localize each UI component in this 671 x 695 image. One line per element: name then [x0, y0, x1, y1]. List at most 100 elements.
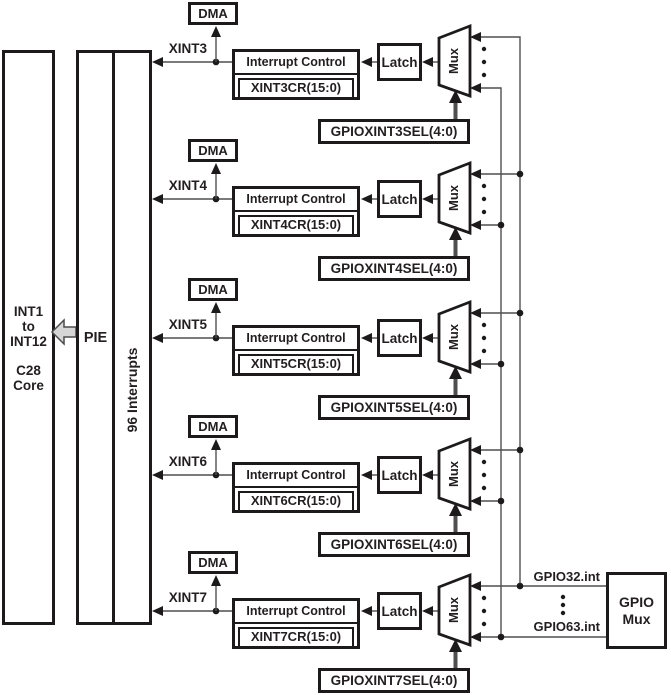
interrupt-control-title: Interrupt Control [235, 189, 357, 212]
mux-input-arrow [470, 632, 481, 642]
gpioxintsel-box: GPIOXINT3SEL(4:0) [318, 119, 470, 144]
latch-box: Latch [377, 180, 422, 218]
dma-arrow [211, 302, 221, 313]
mux-label: Mux [446, 324, 461, 350]
latch-to-ic-arrow [361, 57, 372, 67]
dma-arrow [211, 575, 221, 586]
latch-box: Latch [377, 319, 422, 357]
mux-select-arrow [449, 90, 462, 103]
mux-select-arrow [449, 366, 462, 379]
mux-ellipsis-dot [481, 335, 487, 341]
mux-input-arrow [470, 83, 481, 93]
interrupt-control-title: Interrupt Control [235, 601, 357, 624]
gpio-ellipsis-dot [560, 610, 566, 616]
gpio-mux-label-line: Mux [622, 610, 651, 627]
core-name-line: Core [13, 378, 44, 393]
dma-box: DMA [188, 2, 238, 25]
dma-box: DMA [188, 278, 238, 301]
mux-ellipsis-dot [481, 621, 487, 627]
pie-label: PIE [83, 329, 108, 346]
gpioxintsel-box: GPIOXINT7SEL(4:0) [318, 668, 470, 693]
xint-cr-register-box: XINT7CR(15:0) [238, 626, 354, 648]
gpio-ellipsis-dot [560, 602, 566, 608]
mux-ellipsis-dot [481, 72, 487, 78]
mux-input-arrow [470, 32, 481, 42]
c28-core-box: INT1 to INT12 C28 Core [2, 50, 55, 625]
xint-arrow [152, 194, 163, 204]
interrupt-control-box: Interrupt Control XINT4CR(15:0) [232, 186, 360, 237]
junction-dot [497, 221, 505, 229]
core-int-line: INT1 [13, 304, 44, 319]
latch-to-ic-arrow [361, 606, 372, 616]
xint-cr-register-box: XINT4CR(15:0) [238, 214, 354, 236]
mux-select-arrow [449, 639, 462, 652]
gpio32-int-label: GPIO32.int [533, 569, 600, 584]
mux-label: Mux [446, 48, 461, 74]
mux-to-latch-arrow [422, 470, 433, 480]
junction-dot [497, 497, 505, 505]
interrupt-control-box: Interrupt Control XINT7CR(15:0) [232, 598, 360, 649]
mux-shape [437, 572, 472, 647]
mux-shape [437, 436, 472, 511]
interrupt-control-box: Interrupt Control XINT6CR(15:0) [232, 462, 360, 513]
latch-box: Latch [377, 456, 422, 494]
interrupt-control-title: Interrupt Control [235, 52, 357, 75]
xint-cr-register-box: XINT6CR(15:0) [238, 490, 354, 512]
mux-to-latch-arrow [422, 333, 433, 343]
xint-signal-label: XINT4 [168, 178, 207, 193]
interrupt-control-title: Interrupt Control [235, 328, 357, 351]
gpio-mux-label-line: GPIO [618, 593, 654, 610]
mux-ellipsis-dot [481, 459, 487, 465]
mux-ellipsis-dot [481, 209, 487, 215]
gpio32-bus-wire [473, 36, 521, 586]
xint-cr-register-box: XINT5CR(15:0) [238, 353, 354, 375]
interrupt-control-box: Interrupt Control XINT3CR(15:0) [232, 49, 360, 100]
latch-box: Latch [377, 43, 422, 81]
interrupt-control-title: Interrupt Control [235, 465, 357, 488]
xint-signal-label: XINT7 [168, 590, 207, 605]
mux-ellipsis-dot [481, 59, 487, 65]
mux-input-arrow [470, 169, 481, 179]
mux-input-arrow [470, 445, 481, 455]
mux-select-arrow [449, 503, 462, 516]
mux-shape [437, 160, 472, 235]
junction-dot [497, 633, 505, 641]
junction-dot [516, 170, 524, 178]
mux-ellipsis-dot [481, 183, 487, 189]
mux-input-arrow [470, 308, 481, 318]
dma-box: DMA [188, 415, 238, 438]
mux-to-latch-arrow [422, 57, 433, 67]
gpioxintsel-box: GPIOXINT4SEL(4:0) [318, 256, 470, 281]
latch-to-ic-arrow [361, 194, 372, 204]
mux-ellipsis-dot [481, 46, 487, 52]
dma-box: DMA [188, 139, 238, 162]
pie-box: PIE [76, 50, 115, 625]
interrupts-96-label: 96 Interrupts [124, 347, 140, 433]
mux-input-arrow [470, 496, 481, 506]
xint-signal-label: XINT3 [168, 41, 207, 56]
mux-input-arrow [470, 359, 481, 369]
junction-dot [497, 360, 505, 368]
interrupt-control-box: Interrupt Control XINT5CR(15:0) [232, 325, 360, 376]
latch-box: Latch [377, 592, 422, 630]
xint-arrow [152, 470, 163, 480]
mux-ellipsis-dot [481, 348, 487, 354]
mux-ellipsis-dot [481, 196, 487, 202]
core-int-line: to [22, 319, 35, 334]
mux-label: Mux [446, 185, 461, 211]
dma-arrow [211, 26, 221, 37]
mux-ellipsis-dot [481, 472, 487, 478]
mux-shape [437, 23, 472, 98]
mux-ellipsis-dot [481, 595, 487, 601]
mux-ellipsis-dot [481, 322, 487, 328]
mux-input-arrow [470, 220, 481, 230]
gpio-mux-box: GPIO Mux [606, 572, 667, 649]
mux-ellipsis-dot [481, 485, 487, 491]
core-int-line: INT12 [10, 334, 47, 349]
junction-dot [516, 309, 524, 317]
mux-label: Mux [446, 461, 461, 487]
latch-to-ic-arrow [361, 470, 372, 480]
gpio63-bus-wire [473, 87, 502, 637]
